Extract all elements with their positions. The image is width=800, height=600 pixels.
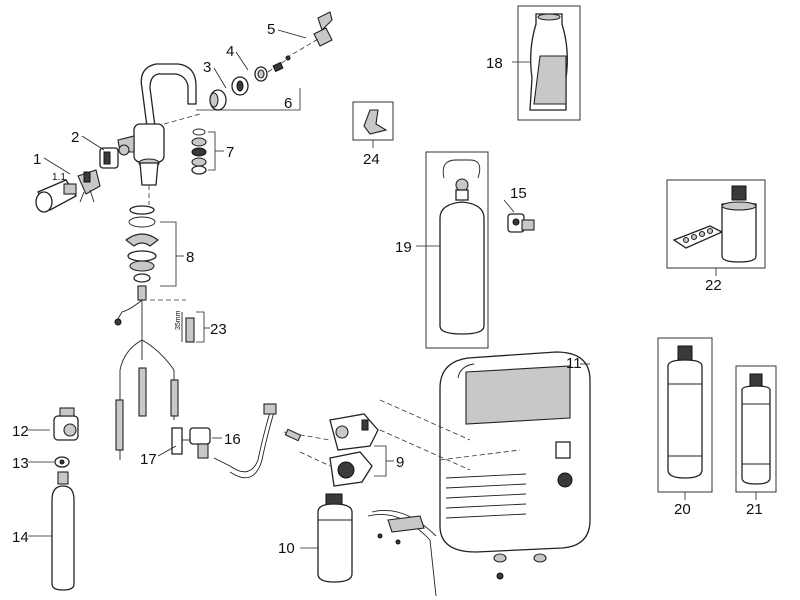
callout-3: 3	[203, 59, 211, 76]
callout-6: 6	[284, 95, 292, 112]
part-20-filter	[667, 345, 703, 479]
connection-hoses	[213, 403, 437, 597]
callout-15: 15	[510, 185, 527, 202]
callout-5: 5	[267, 21, 275, 38]
part-19-co2-cylinder	[439, 159, 485, 335]
part-15-valve	[507, 213, 535, 233]
part-8-mounting-set	[125, 205, 159, 301]
callout-2: 2	[71, 129, 79, 146]
part-19-frame	[425, 151, 489, 349]
callout-16: 16	[224, 431, 241, 448]
callout-17: 17	[140, 451, 157, 468]
callout-18: 18	[486, 55, 503, 72]
faucet-assembly	[117, 63, 201, 205]
part-16-17-valve	[171, 427, 211, 459]
callout-24: 24	[363, 151, 380, 168]
callout-11: 11	[566, 355, 582, 372]
callout-10: 10	[278, 540, 295, 557]
part-23-fitting: 35mm	[175, 310, 205, 343]
part-9-valve-block	[283, 413, 379, 487]
part-1-handle	[35, 169, 101, 213]
parts-3-4-5-aerator	[209, 11, 333, 111]
callout-7: 7	[226, 144, 234, 161]
callout-9: 9	[396, 454, 404, 471]
callout-19: 19	[395, 239, 412, 256]
part-2-cartridge	[99, 144, 130, 169]
dimension-label: 35mm	[175, 310, 182, 330]
callout-labels: 1 1.1 2 3 4 5 6 7 8 9 10 11 12 13 14 15 …	[12, 21, 763, 557]
callout-8: 8	[186, 249, 194, 266]
part-13-adapter	[54, 456, 70, 468]
part-7-o-rings	[191, 128, 207, 175]
callout-13: 13	[12, 455, 29, 472]
callout-4: 4	[226, 43, 234, 60]
part-22-cleaning-kit	[672, 185, 757, 263]
leader-lines	[28, 29, 757, 549]
callout-22: 22	[705, 277, 722, 294]
callout-1: 1	[33, 151, 41, 168]
callout-21: 21	[746, 501, 763, 518]
part-12-regulator	[53, 407, 79, 441]
part-14-co2-bottle	[51, 471, 75, 591]
callout-12: 12	[12, 423, 29, 440]
part-18-frame	[517, 5, 581, 121]
part-11-chiller-unit	[379, 351, 591, 580]
part-21-filter	[741, 373, 771, 485]
callout-20: 20	[674, 501, 691, 518]
callout-14: 14	[12, 529, 29, 546]
part-10-filter-cartridge	[317, 493, 353, 583]
part-24-lever	[363, 109, 388, 135]
callout-23: 23	[210, 321, 227, 338]
supply-hoses	[114, 299, 186, 460]
part-18-carafe	[529, 13, 568, 111]
callout-1-1: 1.1	[52, 172, 66, 183]
